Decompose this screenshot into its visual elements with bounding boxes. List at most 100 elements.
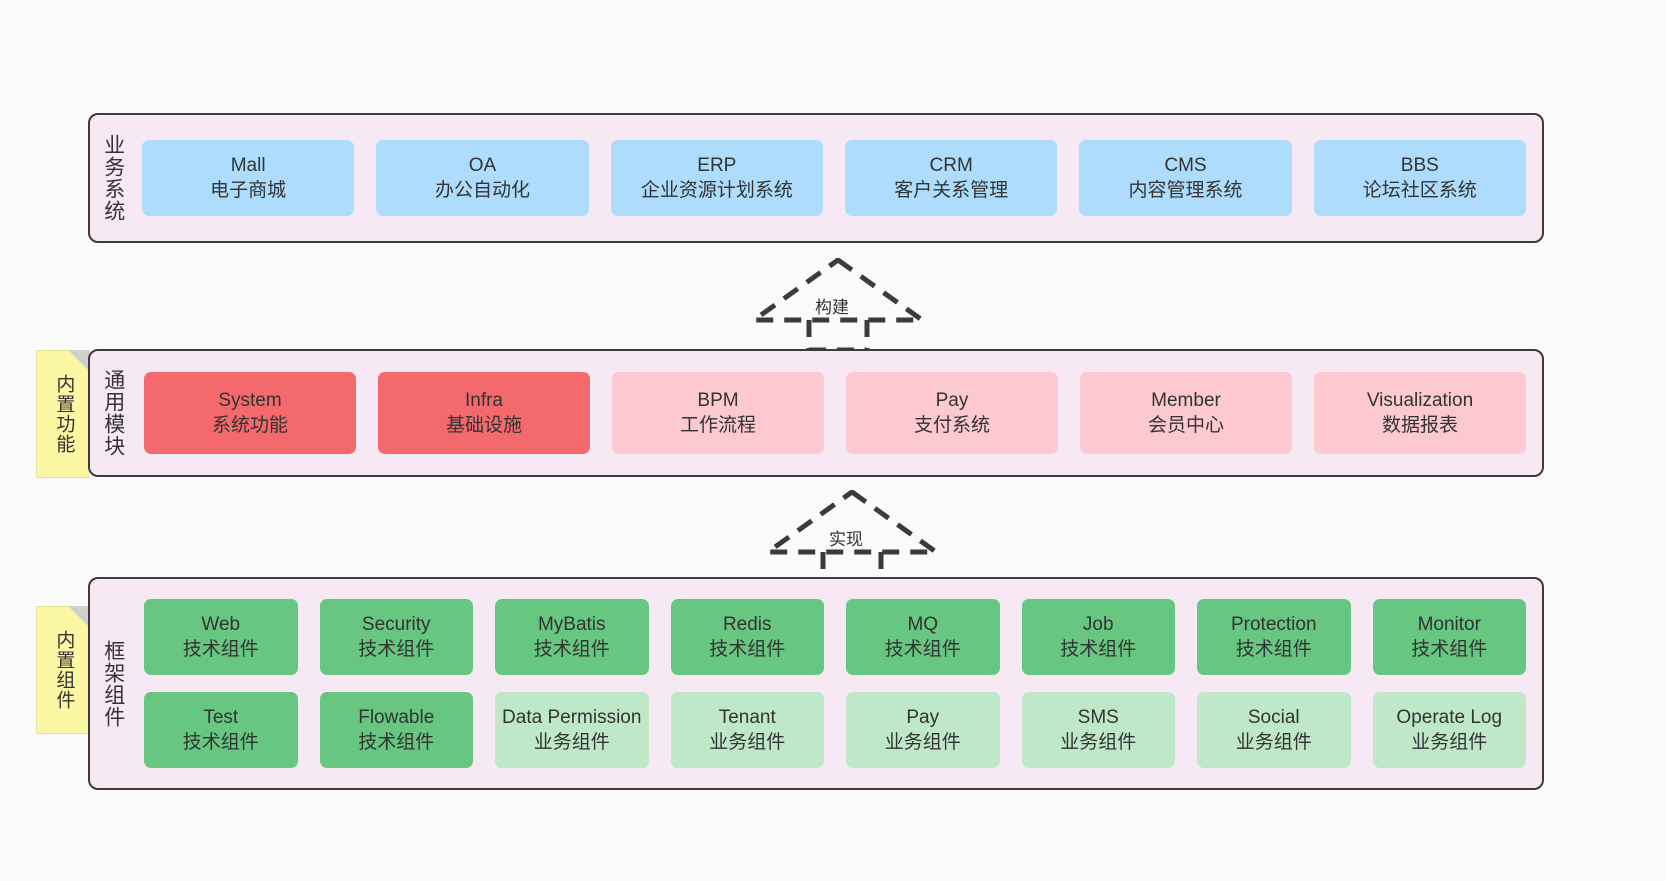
- card-crm[interactable]: CRM 客户关系管理: [844, 140, 1058, 216]
- card-visualization[interactable]: Visualization 数据报表: [1314, 372, 1526, 454]
- card-redis[interactable]: Redis 技术组件: [670, 599, 824, 675]
- card-title-cn: 工作流程: [679, 415, 756, 436]
- card-title-cn: 业务组件: [533, 732, 610, 753]
- card-title-cn: 技术组件: [533, 639, 610, 660]
- card-test[interactable]: Test 技术组件: [144, 692, 298, 768]
- card-flowable[interactable]: Flowable 技术组件: [319, 692, 473, 768]
- card-pay-business[interactable]: Pay 业务组件: [846, 692, 1000, 768]
- card-title-en: Redis: [722, 613, 772, 635]
- card-row: Test 技术组件 Flowable 技术组件 Data Permission …: [144, 692, 1526, 768]
- layer-title-business-system: 业务系统: [101, 134, 125, 222]
- arrow-label-build: 构建: [815, 298, 849, 317]
- card-title-cn: 技术组件: [358, 732, 435, 753]
- card-title-en: ERP: [697, 154, 737, 176]
- card-title-en: Infra: [464, 389, 504, 411]
- card-title-cn: 技术组件: [1235, 639, 1312, 660]
- layer-business-system: 业务系统 Mall 电子商城 OA 办公自动化 ERP 企业资源计划系统 CRM…: [88, 113, 1544, 243]
- card-monitor[interactable]: Monitor 技术组件: [1372, 599, 1526, 675]
- card-title-cn: 企业资源计划系统: [640, 180, 793, 201]
- layer-common-module: 通用模块 System 系统功能 Infra 基础设施 BPM 工作流程 Pay…: [88, 349, 1544, 477]
- card-title-en: Mall: [230, 154, 266, 176]
- card-title-en: Social: [1247, 706, 1300, 728]
- card-title-en: Visualization: [1366, 389, 1474, 411]
- card-infra[interactable]: Infra 基础设施: [378, 372, 590, 454]
- card-social[interactable]: Social 业务组件: [1197, 692, 1351, 768]
- card-title-cn: 技术组件: [358, 639, 435, 660]
- card-title-en: Monitor: [1417, 613, 1481, 635]
- card-title-cn: 技术组件: [709, 639, 786, 660]
- card-title-cn: 办公自动化: [434, 180, 530, 201]
- card-title-en: SMS: [1077, 706, 1119, 728]
- card-row: Mall 电子商城 OA 办公自动化 ERP 企业资源计划系统 CRM 客户关系…: [142, 140, 1526, 216]
- note-text: 内置功能: [53, 373, 75, 454]
- card-pay[interactable]: Pay 支付系统: [846, 372, 1058, 454]
- card-row: System 系统功能 Infra 基础设施 BPM 工作流程 Pay 支付系统…: [144, 372, 1526, 454]
- card-oa[interactable]: OA 办公自动化: [376, 140, 589, 216]
- card-title-en: Pay: [935, 389, 969, 411]
- arrow-label-implement: 实现: [829, 530, 863, 549]
- card-title-cn: 业务组件: [709, 732, 786, 753]
- card-erp[interactable]: ERP 企业资源计划系统: [610, 140, 823, 216]
- card-title-en: MQ: [907, 613, 939, 635]
- card-mybatis[interactable]: MyBatis 技术组件: [495, 599, 649, 675]
- card-cms[interactable]: CMS 内容管理系统: [1079, 140, 1292, 216]
- card-title-en: Security: [361, 613, 431, 635]
- card-row: Web 技术组件 Security 技术组件 MyBatis 技术组件 Redi…: [144, 599, 1526, 675]
- card-title-cn: 论坛社区系统: [1362, 180, 1477, 201]
- card-data-permission[interactable]: Data Permission 业务组件: [495, 692, 649, 768]
- card-member[interactable]: Member 会员中心: [1080, 372, 1292, 454]
- card-title-en: Flowable: [358, 706, 435, 728]
- card-web[interactable]: Web 技术组件: [144, 599, 298, 675]
- card-sms[interactable]: SMS 业务组件: [1021, 692, 1175, 768]
- layer-body-business-system: Mall 电子商城 OA 办公自动化 ERP 企业资源计划系统 CRM 客户关系…: [136, 115, 1542, 241]
- card-title-cn: 客户关系管理: [894, 180, 1009, 201]
- card-title-en: Job: [1082, 613, 1114, 635]
- card-security[interactable]: Security 技术组件: [319, 599, 473, 675]
- card-title-cn: 支付系统: [913, 415, 990, 436]
- card-title-en: CMS: [1164, 154, 1207, 176]
- card-title-cn: 技术组件: [1060, 639, 1137, 660]
- card-title-en: BBS: [1400, 154, 1439, 176]
- card-title-cn: 业务组件: [1060, 732, 1137, 753]
- card-title-cn: 内容管理系统: [1128, 180, 1243, 201]
- card-tenant[interactable]: Tenant 业务组件: [670, 692, 824, 768]
- card-title-en: MyBatis: [537, 613, 606, 635]
- card-mq[interactable]: MQ 技术组件: [846, 599, 1000, 675]
- card-title-en: Pay: [906, 706, 940, 728]
- layer-title-framework-component: 框架组件: [101, 639, 125, 728]
- card-title-cn: 基础设施: [445, 415, 522, 436]
- card-bbs[interactable]: BBS 论坛社区系统: [1313, 140, 1526, 216]
- card-title-en: System: [218, 389, 282, 411]
- card-title-cn: 会员中心: [1147, 415, 1224, 436]
- card-protection[interactable]: Protection 技术组件: [1197, 599, 1351, 675]
- card-title-en: BPM: [697, 389, 739, 411]
- card-title-cn: 电子商城: [210, 180, 287, 201]
- card-operate-log[interactable]: Operate Log 业务组件: [1372, 692, 1526, 768]
- card-title-en: Data Permission: [502, 706, 642, 728]
- card-title-en: Test: [203, 706, 239, 728]
- card-title-cn: 业务组件: [1411, 732, 1488, 753]
- card-title-en: Protection: [1230, 613, 1317, 635]
- note-builtin-component: 内置组件: [36, 606, 90, 734]
- card-title-cn: 数据报表: [1381, 415, 1458, 436]
- card-title-en: Web: [201, 613, 241, 635]
- card-title-cn: 系统功能: [211, 415, 288, 436]
- layer-framework-component: 框架组件 Web 技术组件 Security 技术组件 MyBatis 技术组件…: [88, 577, 1544, 790]
- layer-title-common-module: 通用模块: [101, 369, 125, 457]
- card-title-en: Member: [1151, 389, 1221, 411]
- card-title-cn: 业务组件: [884, 732, 961, 753]
- card-bpm[interactable]: BPM 工作流程: [612, 372, 824, 454]
- card-title-cn: 业务组件: [1235, 732, 1312, 753]
- card-title-en: Tenant: [718, 706, 776, 728]
- card-mall[interactable]: Mall 电子商城: [142, 140, 355, 216]
- card-title-en: OA: [468, 154, 497, 176]
- card-system[interactable]: System 系统功能: [144, 372, 356, 454]
- card-title-cn: 技术组件: [884, 639, 961, 660]
- card-title-cn: 技术组件: [182, 732, 259, 753]
- card-job[interactable]: Job 技术组件: [1021, 599, 1175, 675]
- layer-body-framework-component: Web 技术组件 Security 技术组件 MyBatis 技术组件 Redi…: [136, 579, 1542, 788]
- note-builtin-function: 内置功能: [36, 350, 90, 478]
- note-text: 内置组件: [53, 629, 75, 710]
- card-title-en: CRM: [929, 154, 973, 176]
- layer-body-common-module: System 系统功能 Infra 基础设施 BPM 工作流程 Pay 支付系统…: [136, 351, 1542, 475]
